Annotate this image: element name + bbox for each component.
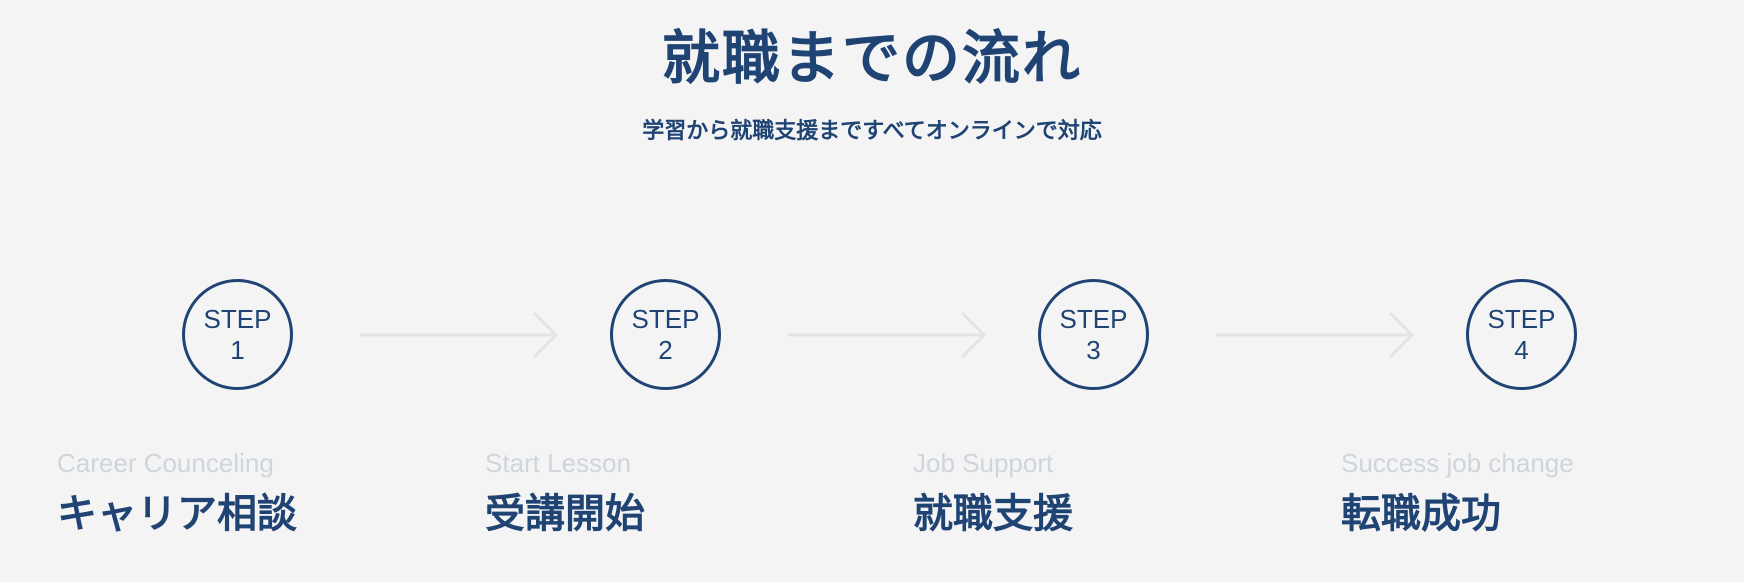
step-label-jp-1: キャリア相談	[57, 491, 297, 537]
step-label-jp-4: 転職成功	[1341, 491, 1501, 537]
step-word: STEP	[1487, 303, 1556, 334]
step-label-en-3: Job Support	[913, 448, 1054, 478]
step-number: 2	[658, 334, 673, 365]
step-number: 3	[1086, 334, 1101, 365]
step-circle-4: STEP 4	[1466, 279, 1577, 390]
page-subtitle: 学習から就職支援まですべてオンラインで対応	[642, 119, 1102, 144]
arrow-right-icon	[788, 311, 987, 359]
step-circle-2: STEP 2	[610, 279, 721, 390]
step-label-en-4: Success job change	[1341, 448, 1574, 478]
step-circle-3: STEP 3	[1038, 279, 1149, 390]
arrow-right-icon	[360, 311, 559, 359]
step-word: STEP	[1059, 303, 1128, 334]
step-circle-1: STEP 1	[182, 279, 293, 390]
step-word: STEP	[203, 303, 272, 334]
page-title: 就職までの流れ	[661, 24, 1082, 92]
step-label-jp-2: 受講開始	[485, 491, 645, 537]
step-label-jp-3: 就職支援	[913, 491, 1073, 537]
step-number: 1	[230, 334, 245, 365]
step-label-en-2: Start Lesson	[485, 448, 631, 478]
arrow-right-icon	[1216, 311, 1415, 359]
step-label-en-1: Career Counceling	[57, 448, 274, 478]
step-word: STEP	[631, 303, 700, 334]
step-number: 4	[1514, 334, 1529, 365]
